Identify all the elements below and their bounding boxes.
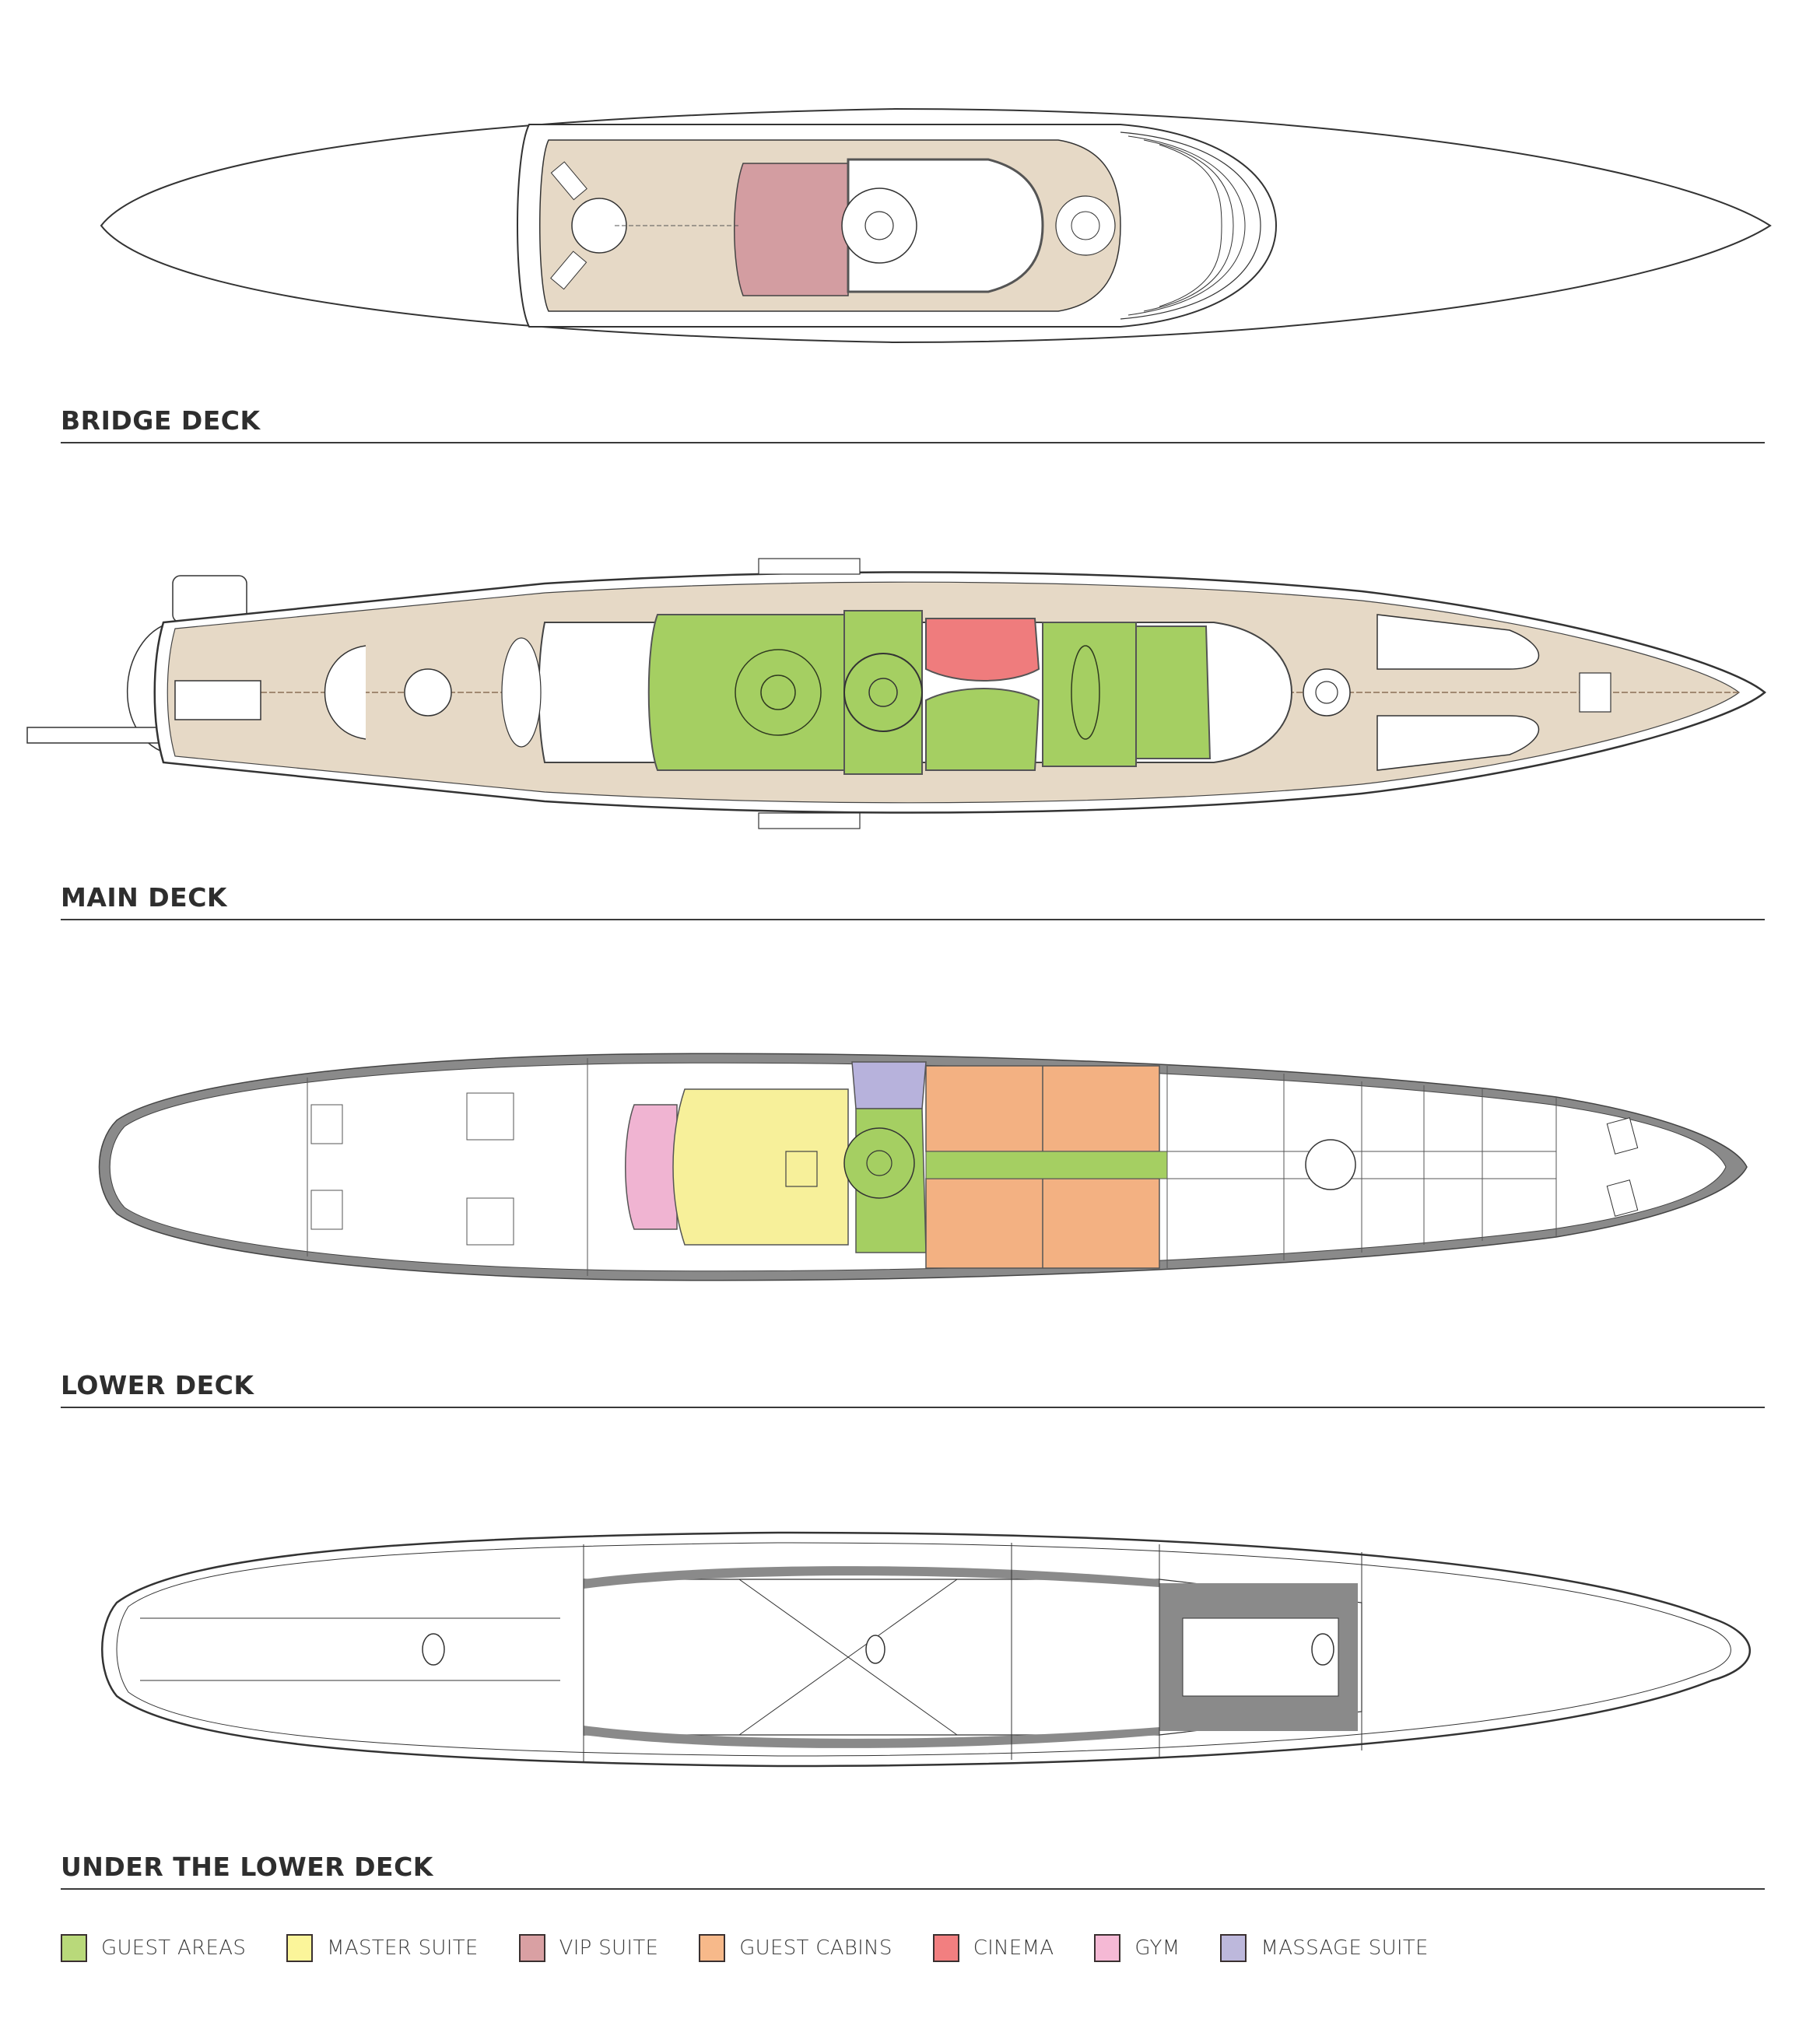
gym-area: [625, 1104, 678, 1230]
legend-label: MASTER SUITE: [327, 1936, 479, 1960]
main-deck-heading: MAIN DECK: [61, 882, 1765, 920]
deck-title: MAIN DECK: [61, 882, 227, 913]
legend-item-guest-areas: GUEST AREAS: [61, 1934, 246, 1962]
legend-label: GYM: [1134, 1936, 1180, 1960]
guest-areas-swatch: [61, 1934, 87, 1962]
gym-swatch: [1094, 1934, 1121, 1962]
massage-suite-swatch: [1220, 1934, 1247, 1962]
legend-item-cinema: CINEMA: [932, 1934, 1054, 1962]
massage-suite-area: [851, 1061, 927, 1109]
deck-title: LOWER DECK: [61, 1370, 254, 1400]
legend-label: GUEST CABINS: [739, 1936, 892, 1960]
main-deck-plan: [0, 545, 1820, 856]
vip-suite-area: [734, 163, 849, 296]
legend-item-vip-suite: VIP SUITE: [518, 1934, 659, 1962]
divider: [61, 919, 1765, 920]
master-suite-swatch: [286, 1934, 314, 1962]
under-lower-deck-heading: UNDER THE LOWER DECK: [61, 1852, 1765, 1890]
divider: [61, 1888, 1765, 1890]
legend-item-massage-suite: MASSAGE SUITE: [1220, 1934, 1428, 1962]
lower-deck-heading: LOWER DECK: [61, 1370, 1765, 1408]
divider: [61, 1407, 1765, 1408]
legend-item-guest-cabins: GUEST CABINS: [699, 1934, 892, 1962]
legend-label: VIP SUITE: [559, 1936, 659, 1960]
cinema-swatch: [932, 1934, 959, 1962]
bridge-deck-drawing: [100, 107, 1772, 344]
master-suite-area: [672, 1088, 849, 1246]
bridge-deck-heading: BRIDGE DECK: [61, 405, 1765, 443]
under-lower-deck-drawing: [101, 1531, 1751, 1768]
legend-item-gym: GYM: [1094, 1934, 1180, 1962]
guest-cabins-swatch: [699, 1934, 726, 1962]
guest-area-salon: [647, 614, 845, 771]
cinema-area: [925, 618, 1040, 682]
deck-title: BRIDGE DECK: [61, 405, 261, 436]
color-legend: GUEST AREAS MASTER SUITE VIP SUITE GUEST…: [61, 1934, 1469, 1962]
bridge-deck-plan: [0, 101, 1820, 358]
legend-label: GUEST AREAS: [101, 1936, 247, 1960]
under-lower-deck-plan: [0, 1525, 1820, 1789]
legend-label: CINEMA: [973, 1936, 1054, 1960]
vip-suite-swatch: [518, 1934, 545, 1962]
deck-title: UNDER THE LOWER DECK: [61, 1852, 433, 1882]
lower-deck-drawing: [98, 1053, 1748, 1281]
lower-deck-plan: [0, 1035, 1820, 1315]
legend-item-master-suite: MASTER SUITE: [286, 1934, 478, 1962]
main-deck-drawing: [26, 558, 1766, 829]
legend-label: MASSAGE SUITE: [1261, 1936, 1429, 1960]
divider: [61, 442, 1765, 443]
